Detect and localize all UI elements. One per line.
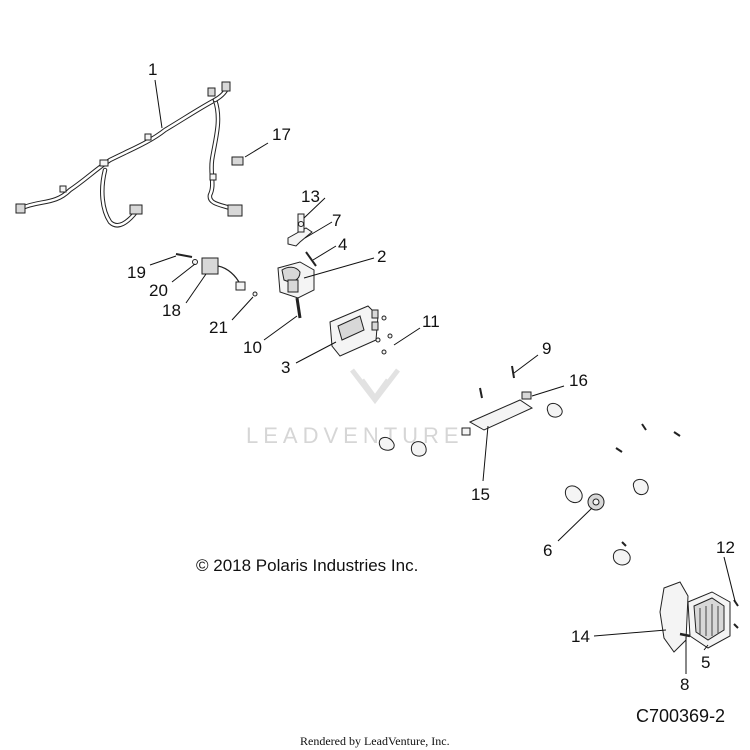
callout-4[interactable]: 4 bbox=[338, 235, 347, 254]
part-10-pin[interactable] bbox=[295, 297, 302, 319]
part-15-plate[interactable] bbox=[468, 399, 534, 431]
rendered-by-text: Rendered by LeadVenture, Inc. bbox=[300, 734, 450, 748]
callout-21[interactable]: 21 bbox=[209, 318, 228, 337]
part-19-bolt[interactable] bbox=[175, 253, 193, 258]
grommets bbox=[378, 403, 681, 566]
callout-2[interactable]: 2 bbox=[377, 247, 386, 266]
part-11-screws[interactable] bbox=[375, 315, 393, 355]
part-7-bracket[interactable] bbox=[287, 213, 313, 247]
callout-6[interactable]: 6 bbox=[543, 541, 552, 560]
callout-19[interactable]: 19 bbox=[127, 263, 146, 282]
part-9-screw[interactable] bbox=[511, 365, 515, 379]
callout-7[interactable]: 7 bbox=[332, 211, 341, 230]
part-6-grommet[interactable] bbox=[587, 493, 605, 511]
wiring-harness[interactable] bbox=[15, 81, 243, 228]
watermark-logo bbox=[350, 368, 400, 405]
watermark-text: LEADVENTURE bbox=[246, 423, 464, 448]
callout-18[interactable]: 18 bbox=[162, 301, 181, 320]
callout-15[interactable]: 15 bbox=[471, 485, 490, 504]
part-16-clip[interactable] bbox=[521, 391, 532, 400]
callout-17[interactable]: 17 bbox=[272, 125, 291, 144]
part-12-screw-b[interactable] bbox=[733, 623, 739, 629]
callout-9[interactable]: 9 bbox=[542, 339, 551, 358]
callout-11[interactable]: 11 bbox=[422, 312, 440, 331]
callout-13[interactable]: 13 bbox=[301, 187, 320, 206]
callout-20[interactable]: 20 bbox=[149, 281, 168, 300]
part-13-nut[interactable] bbox=[298, 221, 304, 227]
part-14-bracket[interactable] bbox=[659, 581, 689, 653]
copyright-text: © 2018 Polaris Industries Inc. bbox=[196, 556, 418, 575]
callout-8[interactable]: 8 bbox=[680, 675, 689, 694]
part-18-sensor[interactable] bbox=[201, 257, 246, 291]
part-17-connector[interactable] bbox=[231, 156, 244, 166]
part-21-nut[interactable] bbox=[252, 291, 258, 297]
part-8-bolt[interactable] bbox=[679, 632, 691, 638]
callout-14[interactable]: 14 bbox=[571, 627, 590, 646]
part-2-coil[interactable] bbox=[277, 261, 315, 299]
part-20-washer[interactable] bbox=[192, 259, 198, 265]
leader-lines bbox=[149, 79, 736, 674]
plate-screw bbox=[479, 387, 483, 399]
callout-12[interactable]: 12 bbox=[716, 538, 735, 557]
diagram-code: C700369-2 bbox=[636, 706, 725, 726]
part-3-ecu[interactable] bbox=[329, 305, 379, 357]
callout-10[interactable]: 10 bbox=[243, 338, 262, 357]
part-5-regulator[interactable] bbox=[687, 591, 731, 649]
part-4-screw[interactable] bbox=[305, 251, 317, 267]
callout-5[interactable]: 5 bbox=[701, 653, 710, 672]
callout-16[interactable]: 16 bbox=[569, 371, 588, 390]
callout-1[interactable]: 1 bbox=[148, 60, 157, 79]
callout-3[interactable]: 3 bbox=[281, 358, 290, 377]
